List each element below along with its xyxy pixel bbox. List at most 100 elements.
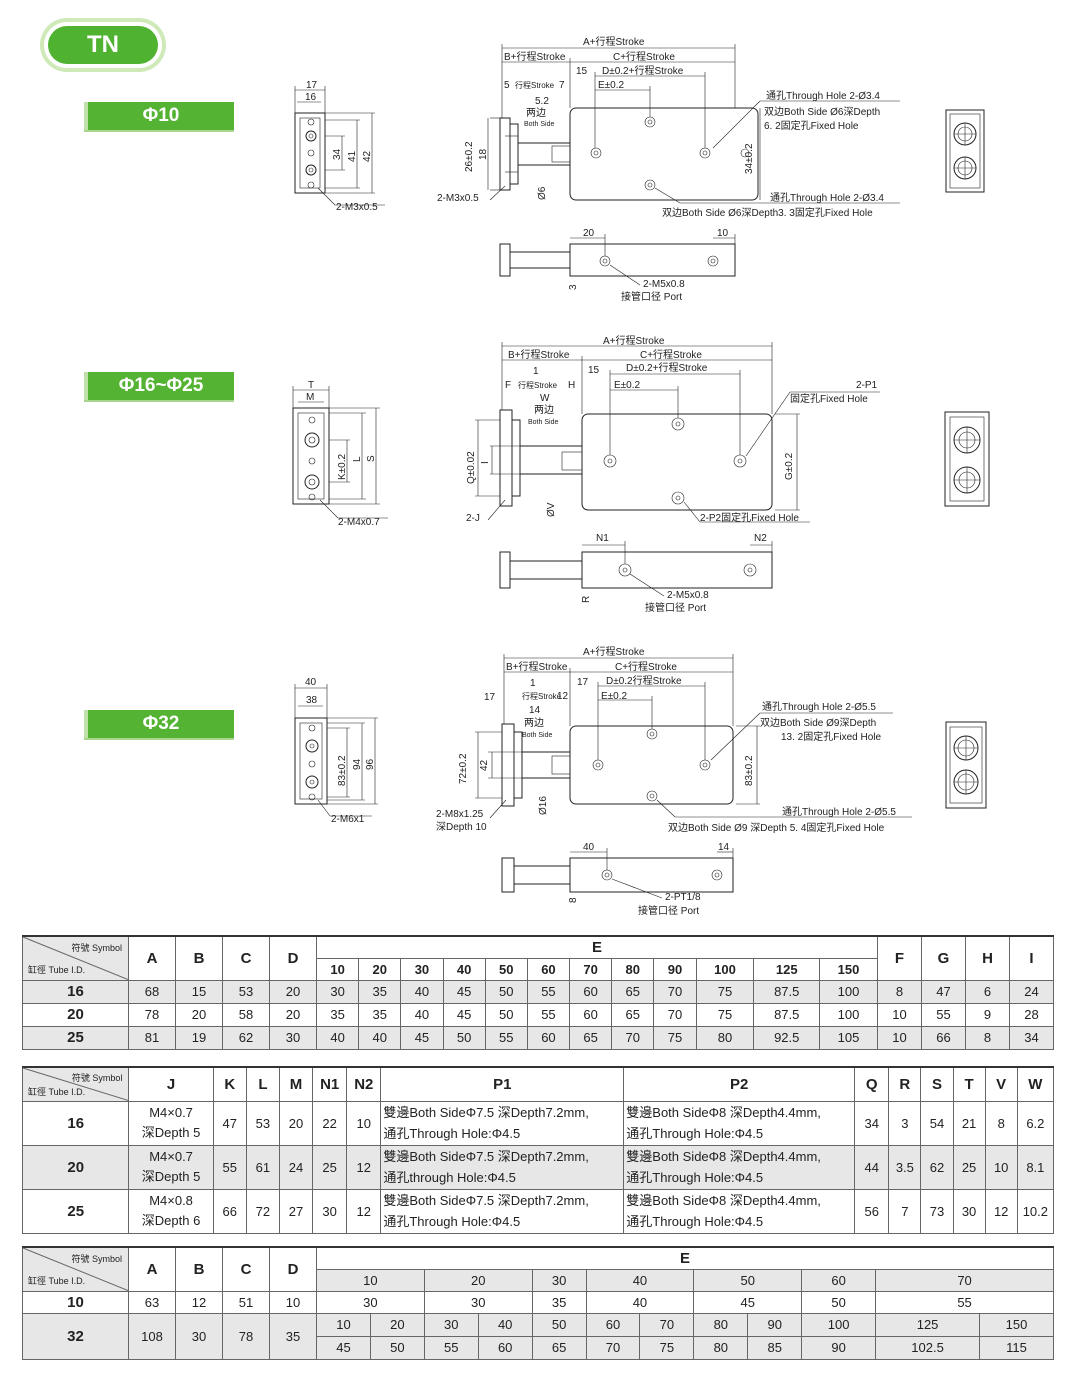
col-c: C <box>222 935 270 981</box>
note-both-side-1: 双边Both Side Ø6深Depth <box>764 106 880 118</box>
drawing-phi10: 17 16 34 41 42 2-M3x0.5 A+行程Stroke B+行程S… <box>294 35 985 303</box>
dim-18: 18 <box>478 148 489 160</box>
drawing-phi32: 40 38 83±0.2 94 96 2-M6x1 A+行程Stroke B+行… <box>294 645 987 917</box>
stroke: 150 <box>979 1312 1054 1337</box>
col-l: L <box>245 1066 280 1102</box>
dim-b-stroke-32: B+行程Stroke <box>506 660 568 673</box>
label-both-side-cn: 两边 <box>526 107 546 119</box>
cell: 50 <box>484 1002 528 1027</box>
dim-b-stroke-16: B+行程Stroke <box>508 348 570 361</box>
cell: 20 <box>269 979 317 1004</box>
stroke-row: 10 20 30 40 50 60 70 80 90 100 125 150 <box>23 957 1054 981</box>
cell: 100 <box>819 1002 878 1027</box>
stroke: 10 <box>316 1268 425 1292</box>
cell: 24 <box>278 1144 314 1190</box>
col-e: E <box>316 1246 1054 1270</box>
cell: 10 <box>269 1290 317 1314</box>
p2-line1: 雙邊Both SideΦ8 深Depth4.4mm, <box>626 1105 821 1120</box>
cell: 70 <box>653 1002 697 1027</box>
dim-c-stroke-32: C+行程Stroke <box>615 660 677 673</box>
stroke: 90 <box>653 957 697 981</box>
port-thread-32: 2-PT1/8 <box>665 892 701 903</box>
cell: 55 <box>212 1144 247 1190</box>
cell: 3 <box>888 1100 922 1146</box>
dim-15-16: 15 <box>588 365 600 376</box>
cell: 25 <box>952 1144 986 1190</box>
cell: 34 <box>854 1100 890 1146</box>
stroke: 100 <box>695 957 755 981</box>
col-s: S <box>920 1066 954 1102</box>
thread-m4-side: 2-M4x0.7 <box>338 517 380 528</box>
col-r: R <box>888 1066 922 1102</box>
cell: 47 <box>921 979 966 1004</box>
cell: 30 <box>316 1290 425 1314</box>
cell: 30 <box>315 979 360 1004</box>
stroke: 20 <box>358 957 402 981</box>
tube-id: 25 <box>21 1188 130 1234</box>
dim-f: F <box>505 380 511 391</box>
col-b: B <box>175 1246 223 1292</box>
dim-stroke-label-32: 行程Stroke <box>522 691 562 701</box>
cell: 92.5 <box>753 1025 821 1050</box>
dim-7: 7 <box>559 80 565 91</box>
cell: 87.5 <box>753 1002 821 1027</box>
stroke: 10 <box>316 1312 371 1337</box>
thread-m3-top: 2-M3x0.5 <box>437 193 479 204</box>
cell: 10.2 <box>1016 1188 1055 1234</box>
cell: 75 <box>695 979 755 1004</box>
j-thread: M4×0.8 <box>149 1193 193 1208</box>
stroke: 30 <box>400 957 444 981</box>
cell-p2: 雙邊Both SideΦ8 深Depth4.4mm,通孔Through Hole… <box>623 1188 856 1234</box>
stroke: 60 <box>585 1312 641 1337</box>
cell: 12 <box>175 1290 223 1314</box>
tube-label: 缸徑 Tube I.D. <box>28 1275 86 1286</box>
cell: 25 <box>312 1144 348 1190</box>
thread-j: 2-J <box>466 513 480 524</box>
stroke: 30 <box>423 1312 479 1337</box>
dim-e-16: E±0.2 <box>614 380 640 391</box>
stroke: 40 <box>442 957 486 981</box>
dim-26: 26±0.2 <box>464 141 475 172</box>
cell: 105 <box>819 1025 878 1050</box>
dim-1: 1 <box>533 366 539 377</box>
cell: 75 <box>653 1025 697 1050</box>
cell: 65 <box>611 979 655 1004</box>
stroke: 125 <box>875 1312 981 1337</box>
cell: 35 <box>269 1312 317 1360</box>
symbol-label: 符號 Symbol <box>71 1254 122 1264</box>
cell: 60 <box>477 1335 533 1360</box>
dim-t: T <box>308 380 314 391</box>
col-d: D <box>269 935 317 981</box>
dim-c-stroke-16: C+行程Stroke <box>640 348 702 361</box>
j-depth: 深Depth 5 <box>141 1169 201 1184</box>
dim-n1: N1 <box>596 533 609 544</box>
cell: 70 <box>585 1335 641 1360</box>
stroke: 50 <box>531 1312 587 1337</box>
col-a: A <box>128 1246 176 1292</box>
stroke: 70 <box>875 1268 1054 1292</box>
port-label: 接管口径 Port <box>621 290 682 303</box>
cell: 65 <box>569 1025 613 1050</box>
cell: 70 <box>611 1025 655 1050</box>
dim-96: 96 <box>365 758 376 770</box>
col-t: T <box>952 1066 986 1102</box>
cell: 12 <box>984 1188 1018 1234</box>
dim-stroke-label: 行程Stroke <box>515 80 555 90</box>
cell: 68 <box>128 979 176 1004</box>
dim-3: 3 <box>568 284 579 290</box>
cell: 35 <box>358 979 402 1004</box>
col-e: E <box>316 935 878 959</box>
cell-p1: 雙邊Both SideΦ7.5 深Depth7.2mm,通孔Through Ho… <box>380 1100 625 1146</box>
cell: 10 <box>984 1144 1018 1190</box>
cell: 45 <box>400 1025 444 1050</box>
dim-14: 14 <box>529 705 541 716</box>
cell: 75 <box>639 1335 695 1360</box>
col-p1: P1 <box>380 1066 625 1102</box>
cell: 3.5 <box>888 1144 922 1190</box>
p1-line2: 通孔Through Hole:Φ4.5 <box>383 1214 521 1229</box>
dim-e: E±0.2 <box>598 80 624 91</box>
